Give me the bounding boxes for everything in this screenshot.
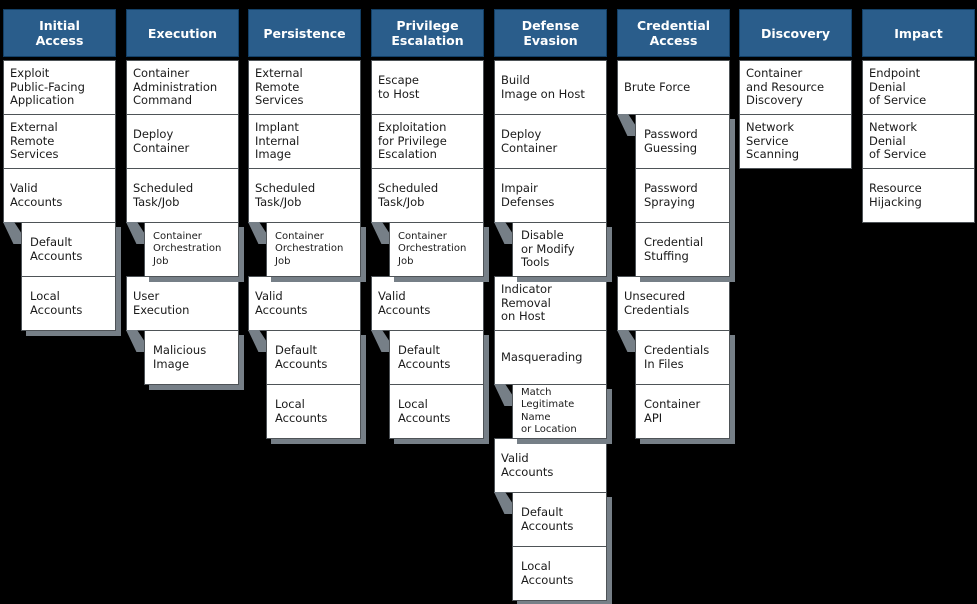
technique-cell-impair-defenses[interactable]: Impair Defenses [494,168,607,223]
technique-cell-masquerading[interactable]: Masquerading [494,330,607,385]
subtechnique-cell-container-orchestration-job[interactable]: Container Orchestration Job [389,222,484,277]
technique-cell-build-image-on-host[interactable]: Build Image on Host [494,60,607,115]
tactic-header-initial-access[interactable]: Initial Access [3,9,116,57]
technique-cell-valid-accounts[interactable]: Valid Accounts [371,276,484,331]
technique-cell-deploy-container[interactable]: Deploy Container [126,114,239,169]
subtechnique-cell-credential-stuffing[interactable]: Credential Stuffing [635,222,730,277]
technique-cell-resource-hijacking[interactable]: Resource Hijacking [862,168,975,223]
technique-cell-scheduled-task-job[interactable]: Scheduled Task/Job [126,168,239,223]
technique-cell-container-administration-command[interactable]: Container Administration Command [126,60,239,115]
technique-cell-unsecured-credentials[interactable]: Unsecured Credentials [617,276,730,331]
subtechnique-group: Container Orchestration Job [126,222,239,277]
subtechnique-group: Container Orchestration Job [248,222,361,277]
subtechnique-group: Container Orchestration Job [371,222,484,277]
technique-cell-deploy-container[interactable]: Deploy Container [494,114,607,169]
tactic-column-initial-access: Initial Access Exploit Public-Facing App… [3,9,116,331]
tactic-header-privilege-escalation[interactable]: Privilege Escalation [371,9,484,57]
tactic-header-defense-evasion[interactable]: Defense Evasion [494,9,607,57]
tactic-column-execution: Execution Container Administration Comma… [126,9,239,385]
tactic-header-impact[interactable]: Impact [862,9,975,57]
subtechnique-cell-default-accounts[interactable]: Default Accounts [389,330,484,385]
subtechnique-cell-default-accounts[interactable]: Default Accounts [266,330,361,385]
technique-cell-brute-force[interactable]: Brute Force [617,60,730,115]
subtechnique-cell-match-legitimate-name-or-location[interactable]: Match Legitimate Name or Location [512,384,607,439]
subtechnique-connector-icon [617,114,635,136]
technique-cell-valid-accounts[interactable]: Valid Accounts [248,276,361,331]
subtechnique-group: Match Legitimate Name or Location [494,384,607,439]
subtechnique-cell-credentials-in-files[interactable]: Credentials In Files [635,330,730,385]
tactic-column-discovery: Discovery Container and Resource Discove… [739,9,852,169]
subtechnique-group: Malicious Image [126,330,239,385]
subtechnique-cell-password-spraying[interactable]: Password Spraying [635,168,730,223]
subtechnique-cell-local-accounts[interactable]: Local Accounts [389,384,484,439]
tactic-header-execution[interactable]: Execution [126,9,239,57]
technique-cell-endpoint-denial-of-service[interactable]: Endpoint Denial of Service [862,60,975,115]
subtechnique-cell-disable-or-modify-tools[interactable]: Disable or Modify Tools [512,222,607,277]
subtechnique-connector-icon [494,492,512,514]
technique-cell-implant-internal-image[interactable]: Implant Internal Image [248,114,361,169]
technique-cell-exploitation-for-privilege-escalation[interactable]: Exploitation for Privilege Escalation [371,114,484,169]
subtechnique-connector-icon [248,330,266,352]
tactic-header-discovery[interactable]: Discovery [739,9,852,57]
subtechnique-connector-icon [3,222,21,244]
subtechnique-cell-container-api[interactable]: Container API [635,384,730,439]
subtechnique-connector-icon [126,222,144,244]
subtechnique-connector-icon [371,330,389,352]
technique-cell-valid-accounts[interactable]: Valid Accounts [494,438,607,493]
subtechnique-connector-icon [494,222,512,244]
technique-cell-user-execution[interactable]: User Execution [126,276,239,331]
subtechnique-connector-icon [617,330,635,352]
subtechnique-connector-icon [126,330,144,352]
technique-cell-network-denial-of-service[interactable]: Network Denial of Service [862,114,975,169]
technique-cell-external-remote-services[interactable]: External Remote Services [3,114,116,169]
subtechnique-cell-default-accounts[interactable]: Default Accounts [21,222,116,277]
subtechnique-cell-password-guessing[interactable]: Password Guessing [635,114,730,169]
technique-cell-external-remote-services[interactable]: External Remote Services [248,60,361,115]
technique-cell-valid-accounts[interactable]: Valid Accounts [3,168,116,223]
technique-cell-network-service-scanning[interactable]: Network Service Scanning [739,114,852,169]
subtechnique-cell-local-accounts[interactable]: Local Accounts [512,546,607,601]
technique-cell-exploit-public-facing-application[interactable]: Exploit Public-Facing Application [3,60,116,115]
technique-cell-scheduled-task-job[interactable]: Scheduled Task/Job [371,168,484,223]
subtechnique-group: Disable or Modify Tools [494,222,607,277]
subtechnique-cell-container-orchestration-job[interactable]: Container Orchestration Job [144,222,239,277]
technique-cell-container-and-resource-discovery[interactable]: Container and Resource Discovery [739,60,852,115]
subtechnique-connector-icon [494,384,512,406]
subtechnique-cell-local-accounts[interactable]: Local Accounts [21,276,116,331]
subtechnique-cell-local-accounts[interactable]: Local Accounts [266,384,361,439]
technique-cell-escape-to-host[interactable]: Escape to Host [371,60,484,115]
technique-cell-scheduled-task-job[interactable]: Scheduled Task/Job [248,168,361,223]
subtechnique-cell-default-accounts[interactable]: Default Accounts [512,492,607,547]
tactic-header-credential-access[interactable]: Credential Access [617,9,730,57]
tactic-header-persistence[interactable]: Persistence [248,9,361,57]
subtechnique-connector-icon [248,222,266,244]
technique-cell-indicator-removal-on-host[interactable]: Indicator Removal on Host [494,276,607,331]
subtechnique-connector-icon [371,222,389,244]
subtechnique-cell-malicious-image[interactable]: Malicious Image [144,330,239,385]
subtechnique-cell-container-orchestration-job[interactable]: Container Orchestration Job [266,222,361,277]
